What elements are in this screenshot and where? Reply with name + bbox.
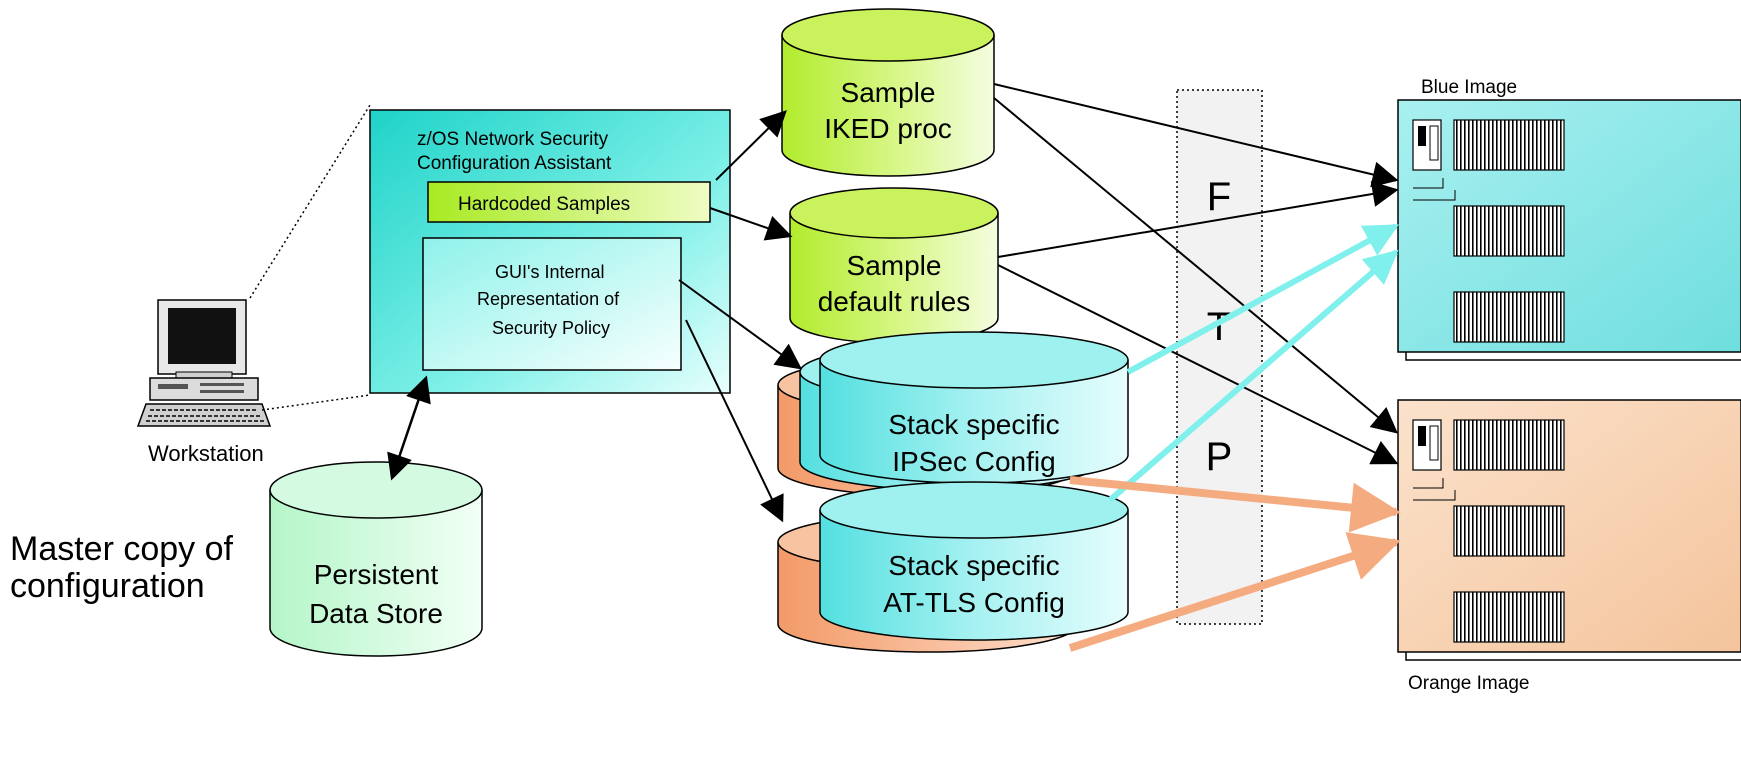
internal-line3: Security Policy — [492, 318, 610, 338]
arrow-hardcoded-to-iked — [715, 110, 787, 181]
arrow-attls-to-orange — [1068, 532, 1401, 652]
sample-default-rules-cylinder: Sample default rules — [789, 187, 999, 344]
arrow-ipsec-to-blue — [1126, 223, 1399, 375]
arrow-iked-to-blue — [993, 83, 1399, 188]
orange-image-server: Orange Image — [1397, 399, 1741, 694]
arrow-ipsec-to-orange — [1069, 476, 1401, 533]
computer-icon — [136, 299, 272, 427]
default-rules-line2: default rules — [818, 286, 971, 317]
iked-line2: IKED proc — [824, 113, 952, 144]
internal-representation-box: GUI's Internal Representation of Securit… — [422, 237, 682, 371]
arrow-internal-to-store — [387, 375, 431, 481]
sample-iked-cylinder: Sample IKED proc — [781, 8, 995, 177]
workstation: Workstation — [136, 299, 272, 466]
hardcoded-samples-box: Hardcoded Samples — [427, 181, 711, 223]
hardcoded-samples-label: Hardcoded Samples — [458, 194, 630, 215]
ipsec-config-cylinder: Stack specific IPSec Config — [819, 331, 1129, 484]
ftp-p: P — [1206, 435, 1233, 479]
arrow-attls-to-blue — [1108, 249, 1399, 503]
persistent-line2: Data Store — [309, 598, 443, 629]
master-copy-line1: Master copy of — [10, 530, 234, 568]
zoom-line-top — [249, 104, 371, 299]
iked-line1: Sample — [841, 77, 936, 108]
workstation-label: Workstation — [148, 441, 264, 466]
config-assistant-box: z/OS Network Security Configuration Assi… — [369, 109, 731, 394]
ipsec-line2: IPSec Config — [892, 446, 1055, 477]
blue-image-label: Blue Image — [1421, 77, 1517, 98]
attls-config-cylinder: Stack specific AT-TLS Config — [819, 481, 1129, 641]
arrow-default-to-orange — [997, 264, 1399, 465]
internal-line2: Representation of — [477, 289, 620, 309]
zoom-line-bottom — [261, 394, 371, 411]
master-copy-line2: configuration — [10, 567, 205, 605]
default-rules-line1: Sample — [847, 250, 942, 281]
arrow-internal-to-ipsec — [678, 279, 803, 370]
ftp-f: F — [1207, 175, 1231, 219]
blue-image-server: Blue Image — [1397, 77, 1741, 361]
internal-line1: GUI's Internal — [495, 262, 604, 282]
orange-image-label: Orange Image — [1408, 673, 1529, 694]
persistent-data-store-cylinder: Persistent Data Store — [269, 461, 483, 657]
arrow-iked-to-orange — [993, 97, 1398, 434]
arrow-default-to-blue — [997, 181, 1399, 258]
attls-line1: Stack specific — [888, 550, 1059, 581]
assistant-title-line2: Configuration Assistant — [417, 153, 612, 174]
arrow-hardcoded-to-default — [709, 207, 793, 241]
persistent-line1: Persistent — [314, 559, 439, 590]
attls-line2: AT-TLS Config — [883, 587, 1065, 618]
ftp-box: F T P — [1176, 89, 1263, 625]
ipsec-line1: Stack specific — [888, 409, 1059, 440]
assistant-title-line1: z/OS Network Security — [417, 129, 609, 150]
arrow-internal-to-attls — [685, 319, 784, 523]
